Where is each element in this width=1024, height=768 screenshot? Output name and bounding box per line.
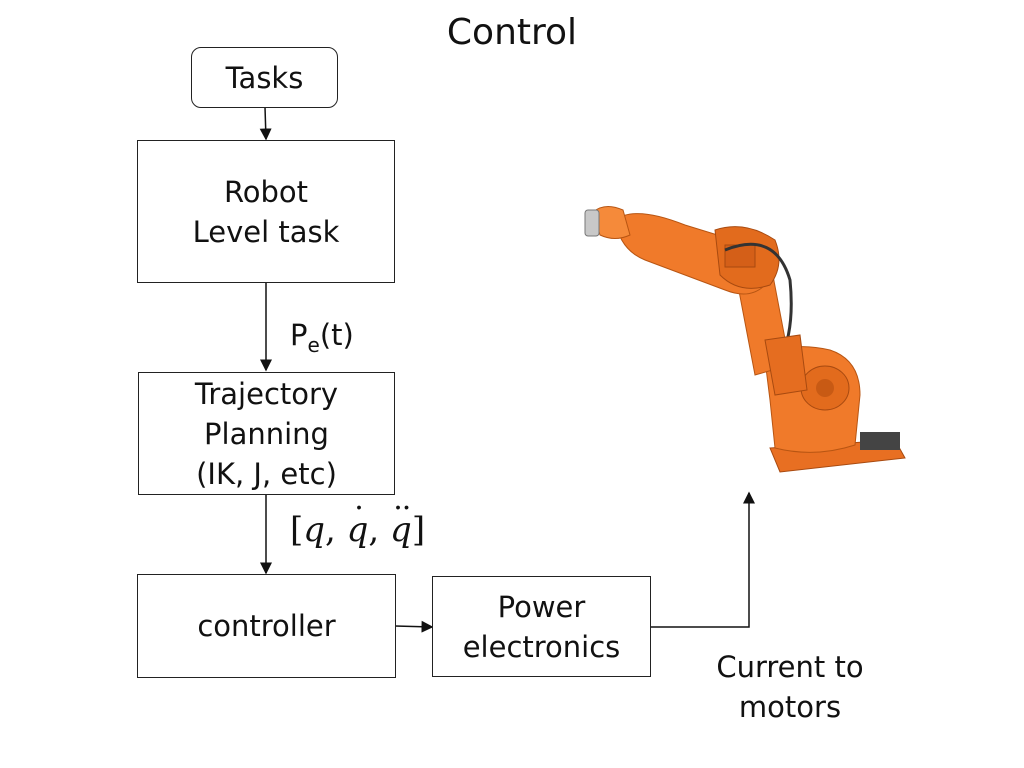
arrow-tasks-to-robot [259,106,272,141]
trajectory-planning-box: Trajectory Planning (IK, J, etc) [138,372,395,495]
robot-wrist [592,206,631,239]
tasks-box: Tasks [191,47,338,108]
power-electronics-box: Power electronics [432,576,651,677]
arrow-controller-to-power [394,620,434,633]
tasks-label: Tasks [225,60,304,95]
robot-level-label-line2: Level task [192,214,340,249]
robot-level-task-box: Robot Level task [137,140,395,283]
industrial-robot-arm-image [584,206,906,473]
pe-tail: (t) [319,318,354,352]
pe-subscript: e [307,332,320,357]
trajectory-label-line3: (IK, J, etc) [196,456,337,491]
robot-level-label-line1: Robot [223,174,309,209]
robot-tool-flange [584,209,600,237]
power-label-line1: Power [497,589,586,624]
state-q: q [303,510,326,550]
robot-counterbalance [764,334,808,396]
robot-base-connector [860,432,900,450]
state-open-bracket: [ [290,510,304,550]
trajectory-label-line2: Planning [204,416,329,451]
joint-state-label: [q, q, q] [290,510,425,550]
state-qddot: q [390,510,412,550]
controller-box: controller [137,574,396,678]
robot-joint-hub [816,379,834,397]
page-title: Control [446,12,578,53]
state-sep1: , [325,510,347,550]
current-line1: Current to [716,650,864,684]
state-sep2: , [368,510,391,550]
controller-label: controller [197,609,336,643]
pe-signal-label: Pe(t) [290,318,354,357]
power-label-line2: electronics [462,629,621,664]
arrow-power-to-robot [650,491,755,628]
trajectory-label-line1: Trajectory [194,376,339,411]
state-close-bracket: ] [411,510,426,550]
state-qdot: q [347,510,369,550]
current-line2: motors [738,690,842,724]
pe-base: P [290,318,308,352]
current-to-motors-label: Current to motors [690,647,890,727]
